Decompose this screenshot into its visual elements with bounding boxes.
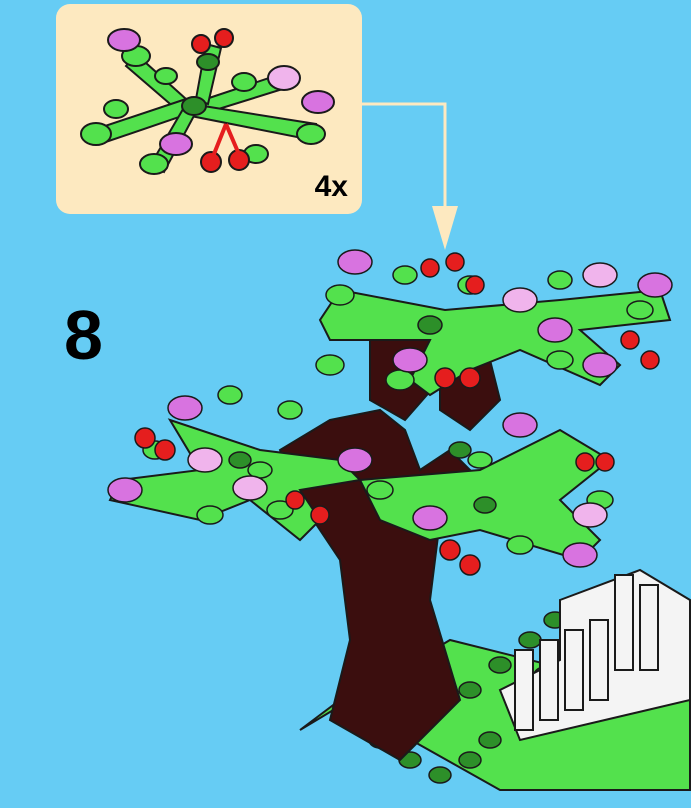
leaf-cluster-icon xyxy=(80,28,335,175)
quantity-multiplier: 4x xyxy=(314,170,348,203)
fence-icon xyxy=(498,568,691,742)
cherry-icon xyxy=(134,252,660,576)
step-number: 8 xyxy=(64,296,103,374)
flower-icon xyxy=(107,249,673,568)
cherry-icon xyxy=(191,28,250,173)
sub-assembly-callout: 4x xyxy=(56,4,362,214)
